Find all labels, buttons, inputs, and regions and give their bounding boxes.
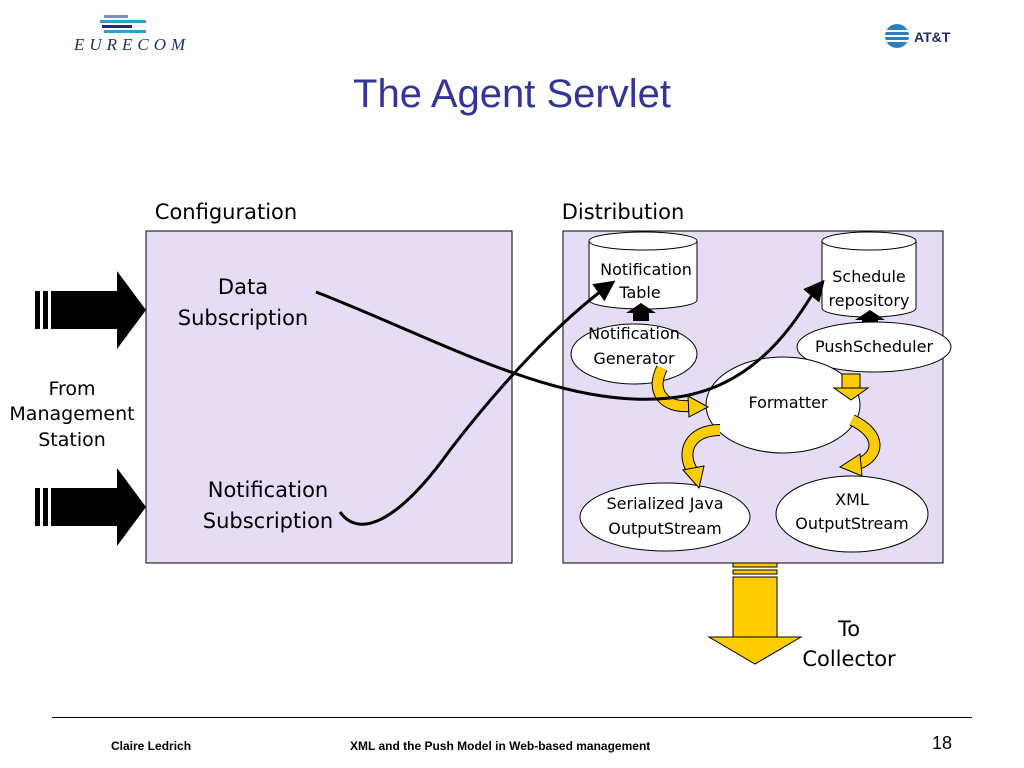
notification-subscription-line-2: Subscription [203,509,333,533]
scheduler-to-formatter-arrow [832,373,870,401]
input-arrow-notification [35,468,146,546]
page-number: 18 [932,733,953,753]
att-globe-icon [885,24,909,48]
notification-table-cylinder [588,231,698,310]
att-logo: AT&T [884,22,964,52]
formatter-label: Formatter [748,393,828,412]
footer-talk-title: XML and the Push Model in Web-based mana… [350,739,651,753]
to-collector-line-1: To [837,617,860,641]
footer-divider [52,717,972,718]
serialized-output-node [579,482,751,552]
slide-title: The Agent Servlet [353,72,671,116]
data-subscription-line-2: Subscription [178,306,308,330]
formatter-node [705,356,861,454]
schedule-repository-cylinder [821,231,917,318]
generator-to-formatter-arrow [651,365,710,418]
distribution-title: Distribution [562,200,685,224]
generator-to-table-arrow [626,303,656,321]
formatter-to-serialized-arrow [681,424,721,490]
notification-table-line-2: Table [618,283,660,302]
push-scheduler-label: PushScheduler [815,337,934,356]
eurecom-logo: EURECOM [70,14,200,58]
configuration-panel [145,230,513,564]
notification-subscription-line-1: Notification [208,478,329,502]
from-label-line-1: From [48,378,95,400]
xml-output-node [775,475,929,553]
notification-generator-line-1: Notification [588,324,680,343]
data-subscription-flow-line [315,279,825,401]
schedule-repository-line-1: Schedule [832,267,906,286]
data-subscription-line-1: Data [218,275,268,299]
to-collector-line-2: Collector [802,647,896,671]
from-label-line-2: Management [9,403,134,425]
notification-generator-line-2: Generator [593,349,675,368]
input-arrow-data [35,271,146,349]
eurecom-logo-text: EURECOM [74,35,191,54]
configuration-title: Configuration [155,200,297,224]
eurecom-logo-mark [100,15,146,33]
formatter-to-xml-arrow [838,414,881,477]
notification-subscription-flow-line [338,280,616,526]
notification-table-line-1: Notification [600,260,692,279]
footer-author: Claire Ledrich [111,739,192,753]
notification-generator-node [570,323,698,385]
att-logo-text: AT&T [914,29,951,45]
schedule-repository-line-2: repository [829,291,910,310]
output-to-collector-arrow [707,562,803,665]
serialized-output-line-2: OutputStream [608,519,721,538]
xml-output-line-2: OutputStream [795,514,908,533]
push-scheduler-node [796,321,952,373]
serialized-output-line-1: Serialized Java [607,494,724,513]
xml-output-line-1: XML [835,490,869,509]
from-label-line-3: Station [38,429,106,451]
